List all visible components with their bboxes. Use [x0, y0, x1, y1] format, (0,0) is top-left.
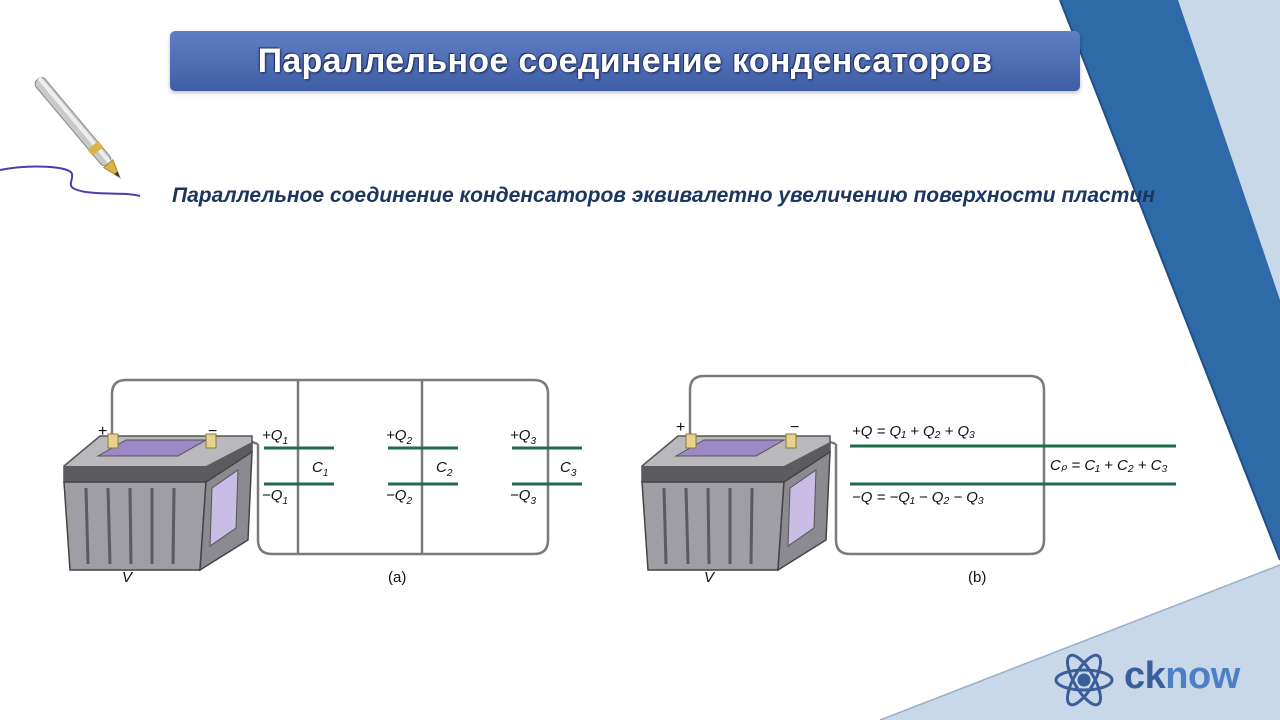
svg-text:C1: C1	[312, 459, 328, 479]
diagram-a: + − V (a) +Q1 −Q1 C1 +Q2 −Q2 C2 +Q3 −Q3 …	[63, 378, 582, 586]
minus-label-a: −	[208, 423, 217, 440]
charge-top-c2: +Q	[386, 427, 407, 444]
corner-edge-line	[1059, 0, 1280, 561]
svg-text:+Q3: +Q3	[510, 427, 536, 447]
minus-label-b: −	[790, 419, 799, 436]
capacitor-c3: +Q3 −Q3 C3	[510, 427, 582, 507]
pen-icon	[0, 76, 141, 197]
svg-text:−Q3: −Q3	[510, 487, 536, 507]
capacitor-c2: +Q2 −Q2 C2	[386, 427, 458, 507]
plus-label-b: +	[676, 419, 685, 436]
battery-v-label-a: V	[122, 569, 134, 586]
logo-part-now: now	[1165, 655, 1240, 697]
plus-label-a: +	[98, 423, 107, 440]
logo-part-ck: ck	[1124, 655, 1166, 697]
battery-b	[641, 433, 831, 572]
svg-text:C3: C3	[560, 459, 577, 479]
battery-a	[63, 433, 253, 572]
corner-light-stripe	[1178, 0, 1280, 300]
svg-text:−Q2: −Q2	[386, 487, 412, 507]
bottom-edge-line	[879, 564, 1280, 720]
capacitor-label-c1: C	[312, 459, 323, 476]
svg-text:+Q1: +Q1	[262, 427, 288, 447]
caption-b: (b)	[968, 569, 986, 586]
battery-v-label-b: V	[704, 569, 716, 586]
diagram-b: + − V (b) +Q = Q₁ + Q₂ + Q₃ −Q = −Q₁ − Q…	[641, 374, 1176, 586]
caption-a: (a)	[388, 569, 406, 586]
charge-bottom-c3: −Q	[510, 487, 531, 504]
formula-bottom-charge: −Q = −Q₁ − Q₂ − Q₃	[852, 489, 984, 506]
svg-text:−Q1: −Q1	[262, 487, 288, 507]
charge-top-c1: +Q	[262, 427, 283, 444]
subtitle-text: Параллельное соединение конденсаторов эк…	[172, 184, 1155, 207]
atom-logo-icon	[1054, 653, 1114, 707]
capacitor-label-c3: C	[560, 459, 571, 476]
brand-logo-text: cknow	[1124, 655, 1240, 698]
title-bar: Параллельное соединение конденсаторов	[170, 31, 1080, 91]
charge-top-c3: +Q	[510, 427, 531, 444]
capacitor-c1: +Q1 −Q1 C1	[262, 427, 334, 507]
wire-loop-a	[110, 378, 550, 556]
formula-equivalent-capacitance: Cₚ = C₁ + C₂ + C₃	[1050, 457, 1167, 474]
svg-text:+Q2: +Q2	[386, 427, 412, 447]
slide-title: Параллельное соединение конденсаторов	[257, 41, 993, 80]
formula-top-charge: +Q = Q₁ + Q₂ + Q₃	[852, 423, 975, 440]
wire-loop-b	[688, 374, 1046, 556]
svg-text:C2: C2	[436, 459, 453, 479]
charge-bottom-c2: −Q	[386, 487, 407, 504]
capacitor-diagrams: + − V (a) +Q1 −Q1 C1 +Q2 −Q2 C2 +Q3 −Q3 …	[63, 374, 1176, 586]
capacitor-label-c2: C	[436, 459, 447, 476]
charge-bottom-c1: −Q	[262, 487, 283, 504]
